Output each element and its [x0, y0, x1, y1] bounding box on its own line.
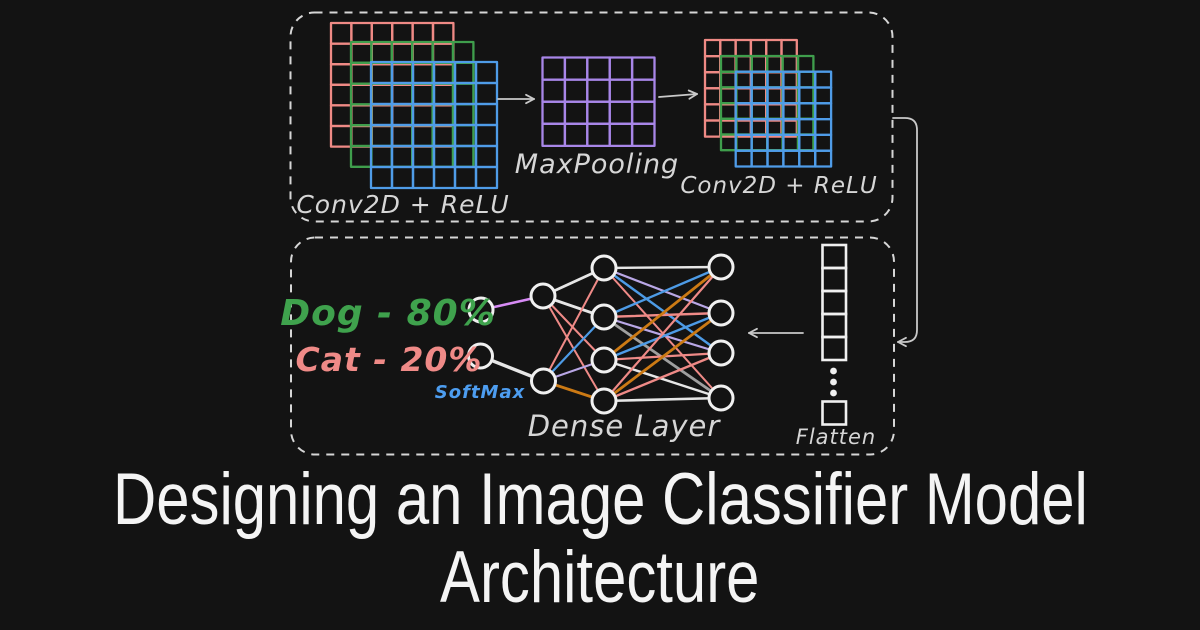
conv-block-box [289, 11, 894, 223]
maxpool-grid [541, 56, 656, 148]
neuron-node-O2 [467, 342, 494, 370]
dense-layer-label: Dense Layer [527, 409, 721, 443]
arrow-maxpool-to-conv2 [658, 93, 698, 98]
maxpool-label: MaxPooling [514, 149, 680, 180]
neuron-node-C3 [707, 339, 735, 367]
neuron-node-C4 [707, 384, 735, 412]
neuron-node-C2 [707, 299, 735, 327]
flatten-column [821, 243, 848, 426]
conv1-label: Conv2D + ReLU [296, 190, 510, 219]
title-line-2: Architecture [0, 540, 1200, 616]
neuron-node-C1 [707, 253, 735, 281]
neuron-node-O1 [467, 296, 495, 324]
title-line-1: Designing an Image Classifier Model [0, 462, 1200, 538]
flatten-label: Flatten [795, 425, 877, 449]
title-text-2: Architecture [440, 537, 760, 618]
neuron-node-B2 [590, 303, 618, 331]
dense-network-edges [478, 265, 723, 403]
softmax-label: SoftMax [434, 382, 526, 403]
dense-network-nodes [467, 253, 735, 415]
conv2-grid-blue [734, 70, 833, 168]
neuron-node-B4 [590, 387, 618, 415]
dog-prediction-label: Dog - 80% [280, 293, 496, 334]
neuron-node-B3 [590, 346, 618, 374]
neuron-node-A2 [530, 367, 557, 395]
cat-prediction-label: Cat - 20% [295, 340, 483, 379]
conv2-label: Conv2D + ReLU [680, 173, 878, 199]
neuron-node-B1 [590, 254, 618, 282]
neuron-node-A1 [529, 282, 557, 310]
connector-conv-to-flatten [892, 117, 918, 343]
title-text-1: Designing an Image Classifier Model [112, 459, 1088, 540]
conv1-grid-blue [369, 60, 499, 190]
dense-block-box [290, 236, 895, 456]
